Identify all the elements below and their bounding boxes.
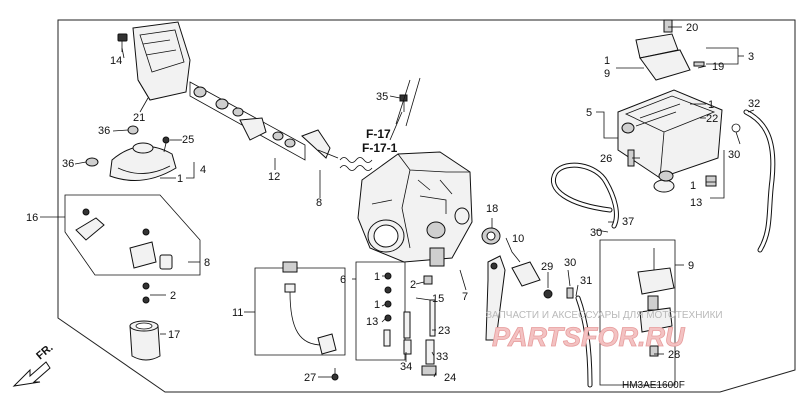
carburetor-body-part: [357, 151, 473, 267]
callout-10: 10: [512, 233, 524, 245]
jet-group-frame: [355, 261, 406, 361]
callout-27: 27: [304, 372, 316, 384]
spring-part: [339, 157, 373, 171]
callout-26: 26: [600, 153, 612, 165]
callout-16: 16: [26, 212, 38, 224]
bolt-part: [705, 175, 717, 187]
callout-21: 21: [133, 112, 145, 124]
callout-28: 28: [668, 349, 680, 361]
callout-37: 37: [622, 216, 634, 228]
callout-25: 25: [182, 134, 194, 146]
choke-lever-10-part: [485, 255, 506, 341]
callout-8a: 8: [204, 257, 210, 269]
float-valve-part: [637, 248, 675, 357]
callout-6: 6: [340, 274, 346, 286]
callout-1e: 1: [708, 99, 714, 111]
bracket-part: [75, 208, 173, 270]
callout-31: 31: [580, 275, 592, 287]
hose-31-part: [575, 295, 593, 388]
callout-2b: 2: [410, 279, 416, 291]
needle-holder-part: [282, 261, 337, 355]
watermark-logo: PARTSFOR.RU: [492, 322, 686, 352]
callout-19: 19: [712, 61, 724, 73]
leader-lines: [40, 26, 755, 378]
callout-36a: 36: [98, 125, 110, 137]
callout-1b: 1: [374, 271, 380, 283]
tube-37-part: [551, 162, 619, 229]
drain-plug-part: [653, 170, 675, 193]
callout-35: 35: [376, 91, 388, 103]
bolt-14-part: [117, 33, 128, 52]
top-cover-part: [132, 21, 191, 101]
callout-1a: 1: [177, 173, 183, 185]
part-code: HM3AE1600F: [622, 380, 685, 391]
callout-20: 20: [686, 22, 698, 34]
clip-30-part: [731, 123, 741, 133]
float-bowl-spacer-17-part: [129, 320, 161, 361]
callout-4: 4: [200, 164, 206, 176]
callout-30b: 30: [728, 149, 740, 161]
callout-18: 18: [486, 203, 498, 215]
jet-2-part: [142, 282, 150, 304]
callout-30a: 30: [564, 257, 576, 269]
bracket-group-frame: [64, 194, 201, 276]
callout-2a: 2: [170, 290, 176, 302]
callout-29: 29: [541, 261, 553, 273]
screw-35-part: [399, 94, 408, 112]
front-arrow-icon: FR.: [12, 342, 56, 387]
hose-32-part: [743, 109, 776, 253]
callout-1f: 1: [690, 180, 696, 192]
callout-13b: 13: [690, 197, 702, 209]
cap-20-part: [663, 19, 673, 33]
ref-f17: F-17: [366, 127, 391, 141]
callout-9b: 9: [688, 260, 694, 272]
throttle-lever-8-part: [301, 129, 339, 159]
float-group-frame: [599, 239, 676, 386]
callout-13a: 13: [366, 316, 378, 328]
callout-12: 12: [268, 171, 280, 183]
callout-15: 15: [432, 293, 444, 305]
callout-36b: 36: [62, 158, 74, 170]
float-bowl-part: [617, 89, 723, 179]
air-cut-valve-part: [635, 33, 705, 81]
callout-3: 3: [748, 51, 754, 63]
callout-7: 7: [462, 291, 468, 303]
callout-5: 5: [586, 107, 592, 119]
top-cap-4-part: [109, 142, 177, 181]
callout-labels: 14 21 36 25 36 1 4 16 8 2 17 11 27 12 8 …: [26, 22, 760, 384]
callout-17: 17: [168, 329, 180, 341]
front-label: FR.: [34, 342, 55, 363]
choke-cable-part: [511, 261, 553, 299]
callout-33: 33: [436, 351, 448, 363]
screw-25-part: [162, 136, 170, 153]
callout-1c: 1: [374, 299, 380, 311]
callout-23: 23: [438, 325, 450, 337]
diagram-frame: [57, 19, 796, 393]
callout-14: 14: [110, 55, 122, 67]
screw-27-part: [331, 368, 339, 381]
callout-24: 24: [444, 372, 456, 384]
callout-9a: 9: [604, 68, 610, 80]
callout-1d: 1: [604, 55, 610, 67]
callout-32: 32: [748, 98, 760, 110]
callout-34: 34: [400, 361, 412, 373]
callout-30c: 30: [590, 227, 602, 239]
plunger-18-part: [481, 227, 501, 245]
callout-22: 22: [706, 113, 718, 125]
throttle-linkage-part: [193, 86, 296, 148]
holder-group-frame: [254, 267, 346, 356]
callout-11: 11: [232, 307, 243, 319]
fitting-30-part: [566, 287, 574, 299]
watermark-caption: ЗАПЧАСТИ И АКСЕССУАРЫ ДЛЯ МОТОТЕХНИКИ: [486, 310, 723, 321]
linkage-group-frame: [189, 81, 306, 161]
jets-part: [383, 272, 437, 376]
ref-f17-1: F-17-1: [362, 141, 398, 155]
callout-8b: 8: [316, 197, 322, 209]
